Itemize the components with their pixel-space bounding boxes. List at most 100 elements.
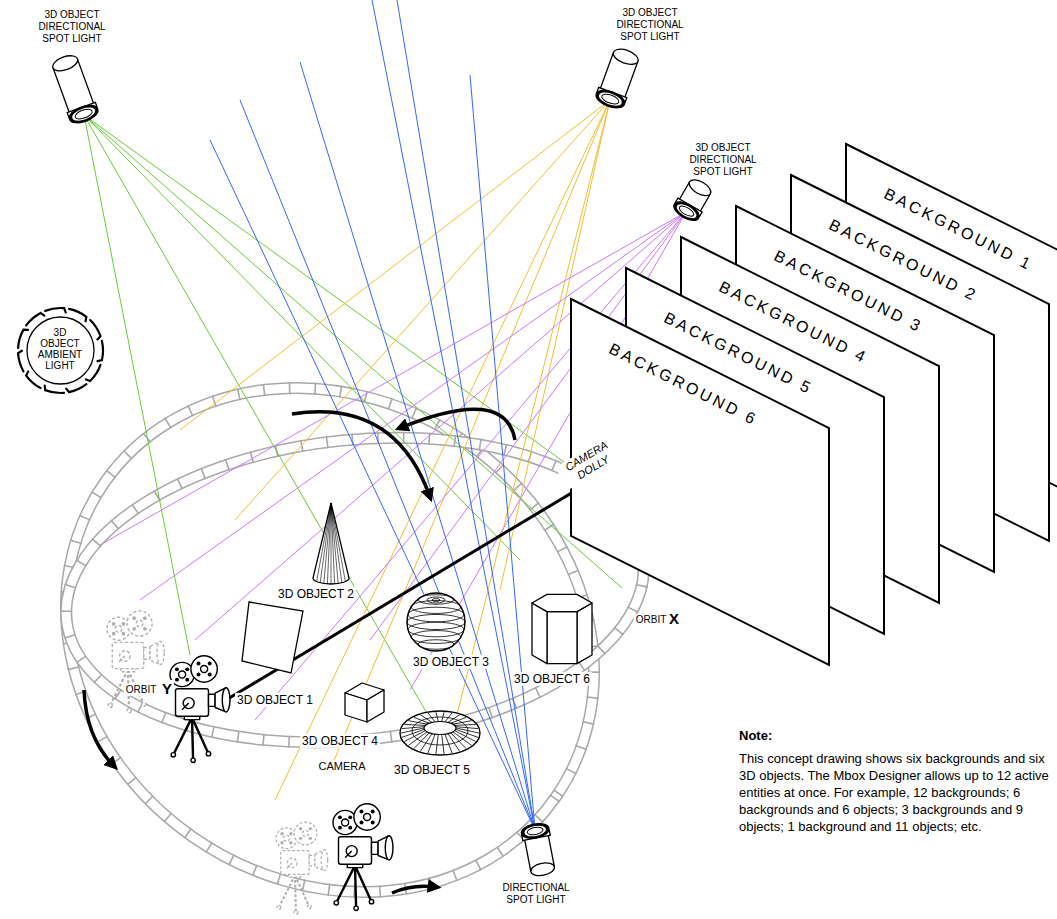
light-ray (18, 350, 23, 371)
hex-prism-object-part (532, 594, 592, 611)
light-ray (97, 340, 102, 360)
film-camera-part (179, 671, 186, 678)
ghost-camera-part (112, 632, 116, 636)
ghost-camera-part (136, 620, 143, 627)
torus-object-part (442, 734, 444, 753)
orbit-x-track-part (51, 411, 659, 770)
spot-light-part (530, 861, 556, 877)
blue-light-beam-part (210, 140, 535, 830)
label-box: 3D OBJECT 5 (392, 763, 472, 777)
motion-arrow (84, 690, 114, 766)
cone-object-part (313, 503, 349, 584)
ghost-camera-part (157, 641, 164, 664)
ghost-camera (276, 822, 328, 914)
ghost-camera-part (132, 627, 136, 631)
blue-light-beam-part (300, 62, 535, 830)
film-camera-part (208, 673, 212, 677)
torus-object-part (448, 734, 460, 752)
spot-light (49, 52, 100, 126)
ghost-camera-part (309, 855, 315, 865)
cube-object-part (367, 690, 384, 722)
spot-light-part (51, 53, 80, 74)
sphere-object-part (408, 622, 464, 637)
film-camera-part (348, 815, 352, 819)
label-box: 3D OBJECT 6 (512, 672, 592, 686)
spot-light-part (523, 824, 547, 838)
sphere-object-part (407, 593, 465, 651)
cone-object (313, 503, 349, 584)
spot-light (594, 46, 642, 112)
label-box: DIRECTIONAL SPOT LIGHT (495, 882, 577, 906)
torus-object-part (436, 734, 438, 753)
film-camera-part (197, 673, 201, 677)
light-ray (26, 371, 40, 388)
note-text: This concept drawing shows six backgroun… (737, 750, 1056, 835)
spot-light (520, 821, 557, 877)
light-label: 3D OBJECT DIRECTIONAL SPOT LIGHT (31, 9, 113, 45)
label-box: 3D OBJECT 2 (276, 587, 356, 601)
spot-light-part (611, 46, 640, 67)
ghost-camera-part (119, 656, 125, 662)
ghost-camera-part (120, 651, 131, 662)
cone-object-part (331, 503, 338, 583)
hex-prism-object (532, 594, 592, 663)
sphere-object-part (432, 599, 440, 602)
ghost-camera-part (127, 709, 131, 713)
label-box: CAMERA DOLLY (555, 434, 625, 491)
film-camera-part (175, 667, 179, 671)
ghost-camera-part (294, 822, 317, 845)
orbit-letter: X (667, 610, 681, 628)
label-box: 3D OBJECT DIRECTIONAL SPOT LIGHT (682, 142, 764, 178)
sphere-object (407, 593, 465, 651)
spot-light-part (71, 105, 97, 124)
orbit-x-track (51, 411, 659, 770)
panel-border (571, 299, 829, 665)
film-camera-part (173, 717, 208, 760)
hex-prism-object-part (547, 612, 577, 664)
ghost-camera-part (280, 832, 283, 835)
spot-light-part (601, 92, 621, 106)
background-panel: BACKGROUND 6 (570, 298, 830, 666)
torus-object-part (424, 722, 456, 735)
film-camera-part (348, 826, 352, 830)
light-ray (44, 385, 63, 392)
ghost-camera-part (112, 622, 116, 626)
ghost-camera-part (283, 835, 289, 841)
sphere-object-part (418, 595, 455, 605)
ghost-camera-part (277, 906, 281, 910)
ghost-camera-part (108, 703, 112, 707)
object-label: 3D OBJECT 6 (512, 672, 592, 686)
cone-object-part (317, 503, 331, 582)
label-box: 3D OBJECT DIRECTIONAL SPOT LIGHT (609, 7, 691, 43)
ghost-camera-part (309, 837, 312, 840)
spot-light-part (687, 177, 714, 199)
ghost-camera-part (289, 841, 292, 844)
motion-arrow (392, 886, 436, 893)
ghost-camera-part (307, 905, 311, 909)
film-camera-part (175, 678, 179, 682)
torus-object (400, 711, 480, 755)
spot-light-part (520, 821, 550, 840)
label-box: 3D OBJECT DIRECTIONAL SPOT LIGHT (31, 9, 113, 45)
film-camera-part (208, 661, 212, 665)
film-camera-part (222, 688, 230, 712)
light-ray (69, 308, 86, 320)
motion-arrow (292, 412, 430, 497)
spot-light-part (597, 90, 623, 109)
green-light-beam-part (84, 115, 520, 560)
film-camera-part (338, 815, 342, 819)
ghost-camera-part (143, 616, 147, 620)
ghost-camera (107, 611, 164, 713)
cone-object-part (331, 503, 342, 583)
orbit-letter: Y (160, 680, 174, 698)
orbit-x-track-part (51, 411, 659, 770)
film-camera-part (191, 758, 195, 762)
spot-light-part (594, 87, 627, 111)
purple-light-beam (100, 212, 686, 720)
spot-light-part (674, 201, 698, 221)
light-circle (27, 317, 94, 384)
object-label: 3D OBJECT 2 (276, 587, 356, 601)
light-label: 3D OBJECT DIRECTIONAL SPOT LIGHT (682, 142, 764, 178)
cone-object-part (324, 503, 331, 583)
